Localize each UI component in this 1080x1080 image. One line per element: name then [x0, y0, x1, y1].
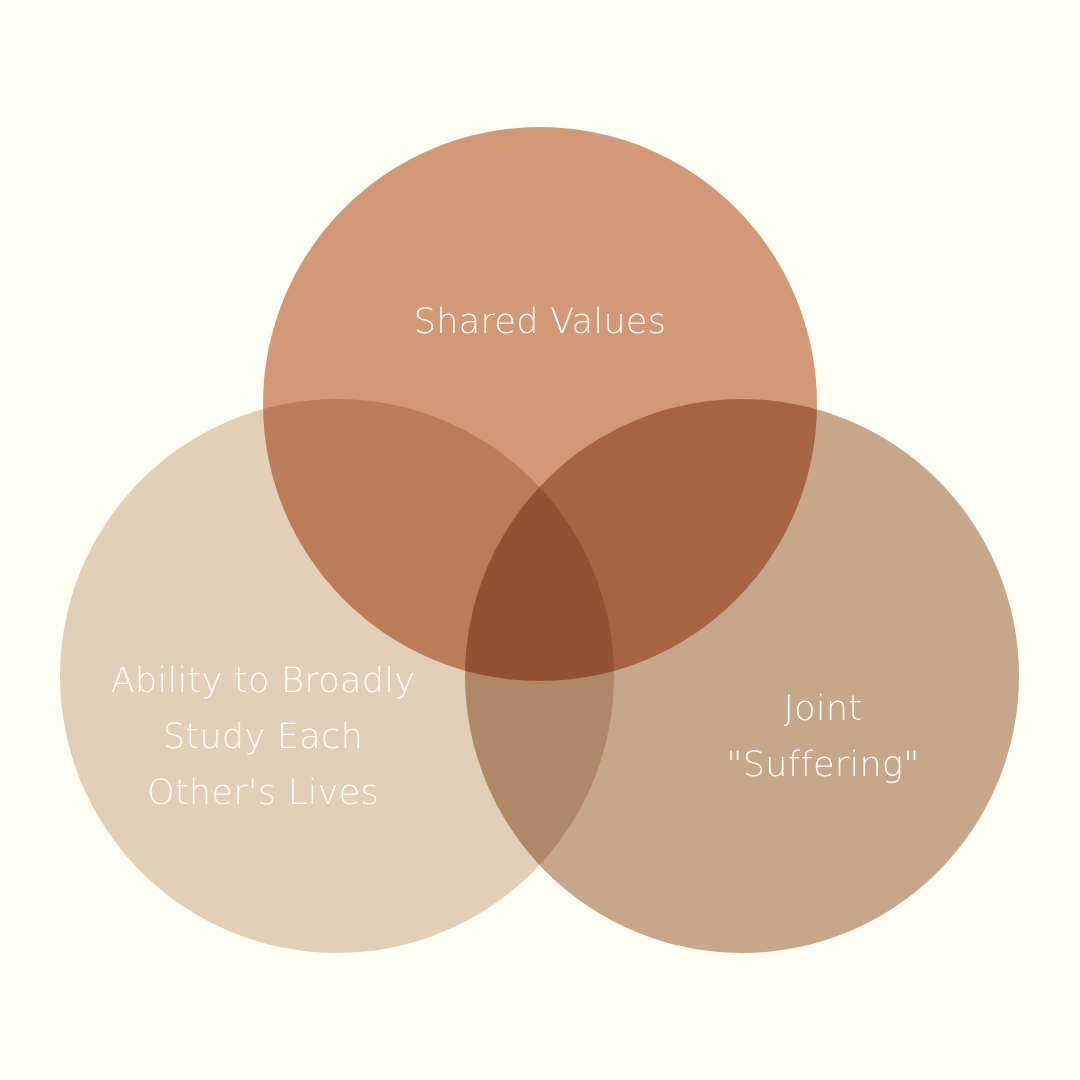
label-study-lives: Ability to Broadly Study Each Other's Li… [83, 653, 443, 821]
label-line: Other's Lives [147, 773, 379, 813]
label-line: Study Each [162, 717, 364, 757]
label-line: Joint [783, 689, 863, 729]
label-line: "Suffering" [726, 745, 920, 785]
label-line: Ability to Broadly [110, 661, 416, 701]
circle-top [263, 127, 817, 681]
label-joint-suffering: Joint "Suffering" [663, 681, 983, 793]
label-shared-values: Shared Values [340, 294, 740, 350]
label-line: Shared Values [413, 302, 667, 342]
